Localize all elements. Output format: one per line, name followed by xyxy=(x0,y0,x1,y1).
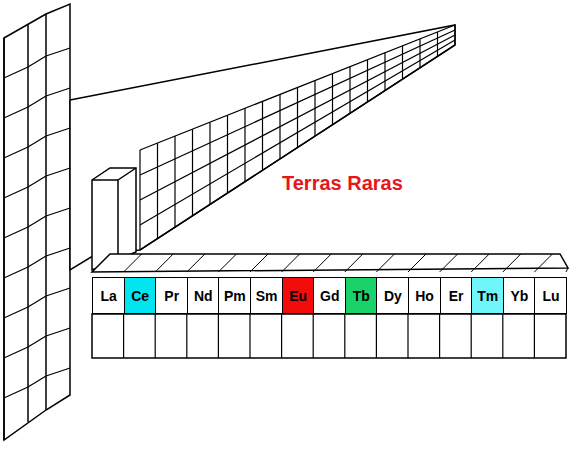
element-cell: Dy xyxy=(376,277,409,314)
element-symbol: Ce xyxy=(131,288,149,304)
grid-line xyxy=(249,314,250,358)
element-symbol: Yb xyxy=(510,288,528,304)
grid-line xyxy=(440,254,458,272)
grid-line xyxy=(4,347,28,358)
grid-line xyxy=(140,25,455,150)
grid-line xyxy=(46,248,70,256)
grid-line xyxy=(4,147,28,158)
grid-line xyxy=(376,254,394,272)
grid-line xyxy=(471,254,489,272)
grid-line xyxy=(28,216,46,227)
element-cell: Tm xyxy=(471,277,504,314)
grid-line xyxy=(4,227,28,238)
grid-line xyxy=(140,30,455,175)
grid-line xyxy=(4,387,28,398)
grid-line xyxy=(282,254,300,272)
element-symbol: Nd xyxy=(194,288,213,304)
element-symbol: Tm xyxy=(477,288,498,304)
element-symbol: Gd xyxy=(320,288,339,304)
grid-line xyxy=(471,314,472,358)
grid-line xyxy=(4,107,28,118)
grid-line xyxy=(28,296,46,307)
element-cell: Er xyxy=(440,277,473,314)
element-symbol: Ho xyxy=(415,288,434,304)
element-cell: La xyxy=(92,277,125,314)
grid-line xyxy=(28,376,46,387)
grid-line xyxy=(250,254,268,272)
element-cell: Ce xyxy=(124,277,157,314)
element-symbol: Eu xyxy=(289,288,307,304)
grid-line xyxy=(140,45,455,250)
grid-line xyxy=(408,254,426,272)
grid-line xyxy=(439,314,440,358)
grid-line xyxy=(187,254,205,272)
grid-line xyxy=(534,314,535,358)
element-symbol: Pr xyxy=(164,288,179,304)
element-symbol: Tb xyxy=(353,288,370,304)
grid-line xyxy=(4,307,28,318)
grid-line xyxy=(155,254,173,272)
grid-line xyxy=(502,314,503,358)
grid-line xyxy=(4,187,28,198)
grid-line xyxy=(123,314,124,358)
grid-line xyxy=(4,267,28,278)
element-symbol: Er xyxy=(449,288,464,304)
grid-line xyxy=(28,96,46,107)
element-cell: Sm xyxy=(250,277,283,314)
element-symbol: Sm xyxy=(256,288,278,304)
grid-line xyxy=(46,128,70,136)
element-cell: Ho xyxy=(408,277,441,314)
grid-line xyxy=(345,254,363,272)
grid-line xyxy=(46,288,70,296)
grid-line xyxy=(376,314,377,358)
grid-line xyxy=(503,254,521,272)
grid-line xyxy=(313,314,314,358)
grid-line xyxy=(4,67,28,78)
grid-line xyxy=(46,208,70,216)
grid-line xyxy=(92,254,110,272)
element-symbol: Pm xyxy=(224,288,246,304)
grid-line xyxy=(46,48,70,56)
grid-line xyxy=(281,314,282,358)
grid-line xyxy=(313,254,331,272)
grid-line xyxy=(155,314,156,358)
element-cell: Pr xyxy=(155,277,188,314)
grid-line xyxy=(28,336,46,347)
diagram-title: Terras Raras xyxy=(282,172,403,195)
grid-line xyxy=(28,176,46,187)
element-cell: Pm xyxy=(218,277,251,314)
grid-line xyxy=(46,328,70,336)
element-symbol: Lu xyxy=(542,288,559,304)
grid-line xyxy=(140,35,455,200)
grid-line xyxy=(46,88,70,96)
element-symbol: La xyxy=(100,288,116,304)
element-cell: Yb xyxy=(503,277,536,314)
grid-line xyxy=(344,314,345,358)
grid-line xyxy=(28,136,46,147)
element-cell: Nd xyxy=(187,277,220,314)
grid-line xyxy=(218,254,236,272)
element-symbol: Dy xyxy=(384,288,402,304)
element-cell: Tb xyxy=(345,277,378,314)
grid-line xyxy=(218,314,219,358)
grid-line xyxy=(186,314,187,358)
element-cell: Lu xyxy=(534,277,567,314)
grid-line xyxy=(534,254,552,272)
grid-line xyxy=(46,168,70,176)
grid-line xyxy=(28,256,46,267)
grid-line xyxy=(140,40,455,225)
grid-line xyxy=(407,314,408,358)
grid-line xyxy=(28,56,46,67)
grid-line xyxy=(46,368,70,376)
element-cell: Eu xyxy=(282,277,315,314)
grid-line xyxy=(566,268,568,272)
grid-line xyxy=(124,254,142,272)
element-cell: Gd xyxy=(313,277,346,314)
